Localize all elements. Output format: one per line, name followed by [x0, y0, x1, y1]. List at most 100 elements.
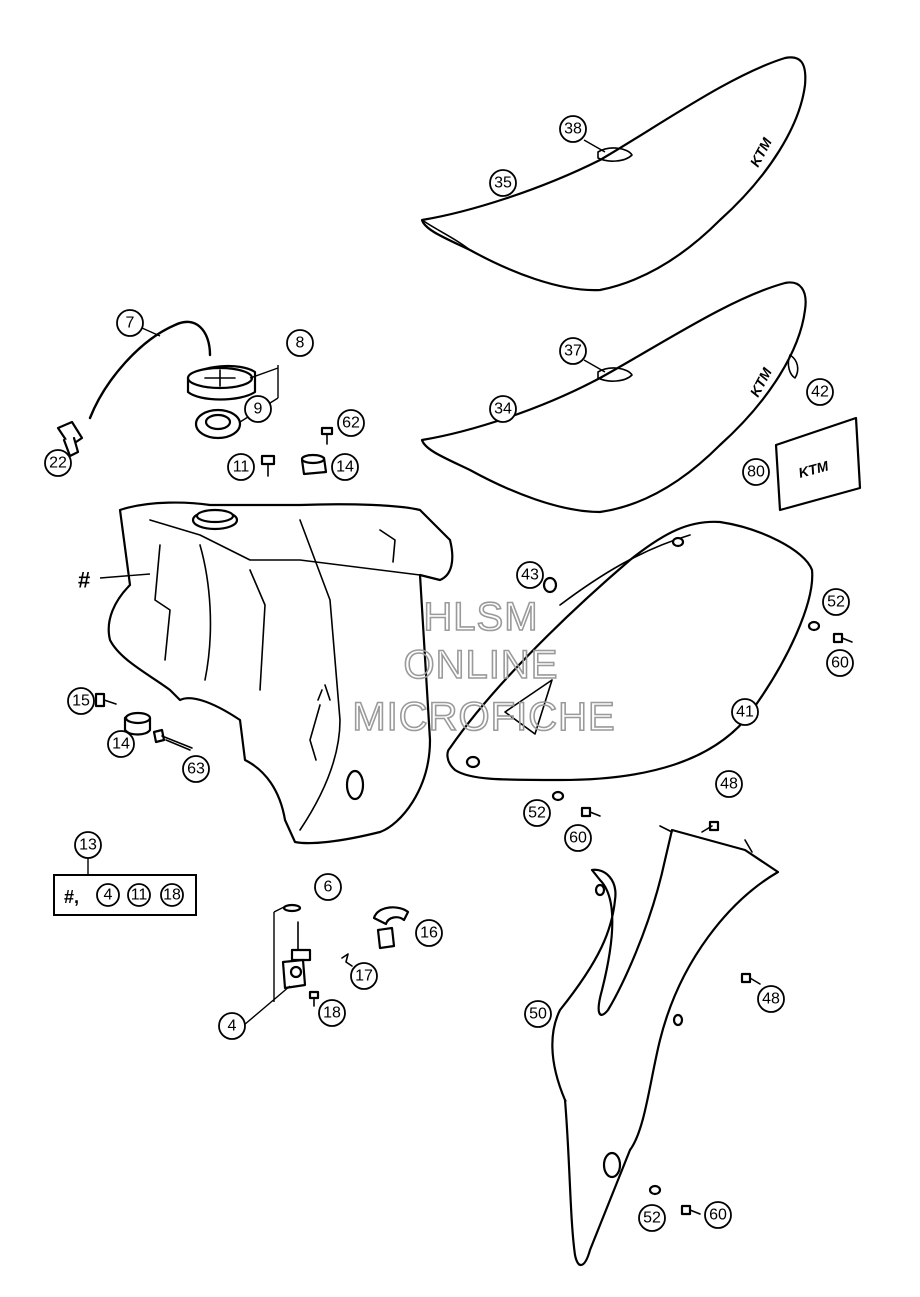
callout-43: 43: [516, 561, 544, 589]
washer-52c[interactable]: [648, 1184, 662, 1196]
svg-text:48: 48: [762, 991, 780, 1008]
callout-13: 13: [74, 831, 102, 859]
svg-text:52: 52: [528, 805, 546, 822]
svg-text:14: 14: [112, 736, 130, 753]
svg-text:60: 60: [709, 1207, 727, 1224]
svg-text:4: 4: [228, 1018, 237, 1035]
svg-text:43: 43: [521, 567, 539, 584]
callout-62: 62: [337, 409, 365, 437]
svg-text:41: 41: [736, 704, 754, 721]
svg-text:52: 52: [643, 1210, 661, 1227]
callout-60-mid: 60: [564, 824, 592, 852]
callout-50: 50: [524, 1000, 552, 1028]
svg-text:6: 6: [324, 879, 333, 896]
washer-52b[interactable]: [551, 790, 565, 802]
callout-60-bottom: 60: [704, 1201, 732, 1229]
rubber-bushing-14[interactable]: [300, 453, 328, 476]
svg-text:63: 63: [187, 761, 205, 778]
svg-text:11: 11: [233, 459, 250, 476]
spacer-14[interactable]: [123, 711, 152, 736]
screw-48b[interactable]: [740, 972, 761, 985]
fuel-tank[interactable]: [107, 501, 454, 845]
svg-text:18: 18: [323, 1005, 341, 1022]
callout-15: 15: [67, 687, 95, 715]
tank-hash-label: #: [78, 568, 90, 593]
cap-gasket[interactable]: [194, 408, 242, 440]
bolt-63[interactable]: [152, 728, 193, 751]
kit-item-11: 11: [131, 887, 148, 904]
svg-text:34: 34: [494, 401, 512, 418]
callout-9: 9: [244, 395, 272, 423]
fuel-tap[interactable]: [281, 921, 312, 990]
svg-text:9: 9: [254, 401, 263, 418]
svg-text:8: 8: [296, 335, 305, 352]
screw-60b[interactable]: [580, 806, 601, 818]
fuel-hose-16[interactable]: [372, 906, 410, 950]
callout-37: 37: [559, 337, 587, 365]
svg-text:38: 38: [564, 121, 582, 138]
kit-item-18: 18: [163, 887, 181, 904]
o-ring-6[interactable]: [282, 903, 302, 913]
screw-18[interactable]: [308, 990, 320, 1007]
callout-52-mid: 52: [523, 799, 551, 827]
grommet-43[interactable]: [542, 576, 558, 594]
watermark: HLSM ONLINE MICROFICHE: [352, 594, 616, 740]
washer-52a[interactable]: [807, 620, 821, 632]
svg-text:16: 16: [420, 925, 438, 942]
svg-text:80: 80: [747, 464, 765, 481]
callout-38: 38: [559, 115, 587, 143]
svg-text:22: 22: [49, 455, 67, 472]
callout-8: 8: [286, 329, 314, 357]
callout-7: 7: [116, 309, 144, 337]
hose-clip-17[interactable]: [341, 953, 353, 967]
svg-text:60: 60: [831, 655, 849, 672]
callout-11: 11: [227, 453, 255, 481]
svg-text:42: 42: [811, 384, 829, 401]
callout-60-right: 60: [826, 649, 854, 677]
callout-16: 16: [415, 919, 443, 947]
watermark-line1: HLSM: [423, 595, 538, 639]
callout-48-top: 48: [715, 770, 743, 798]
kit-item-4: 4: [104, 887, 113, 904]
callout-80: 80: [742, 458, 770, 486]
screw-62[interactable]: [320, 426, 334, 445]
callout-35: 35: [489, 169, 517, 197]
callout-34: 34: [489, 395, 517, 423]
kit-prefix: #,: [64, 887, 79, 907]
callout-14-top: 14: [331, 453, 359, 481]
callout-14-left: 14: [107, 730, 135, 758]
svg-text:14: 14: [336, 459, 354, 476]
svg-text:17: 17: [355, 968, 373, 985]
callout-6: 6: [314, 873, 342, 901]
screw-11[interactable]: [260, 454, 276, 477]
seat-upper[interactable]: KTM: [420, 56, 807, 292]
callout-18: 18: [318, 999, 346, 1027]
svg-text:37: 37: [564, 343, 582, 360]
hose-fitting[interactable]: [56, 420, 84, 458]
callout-17: 17: [350, 962, 378, 990]
screw-48a[interactable]: [701, 820, 720, 833]
svg-text:60: 60: [569, 830, 587, 847]
svg-text:13: 13: [79, 837, 97, 854]
svg-text:48: 48: [720, 776, 738, 793]
callout-63: 63: [182, 755, 210, 783]
breather-hose[interactable]: [88, 320, 212, 420]
filler-cap[interactable]: [186, 365, 257, 401]
svg-text:7: 7: [126, 315, 135, 332]
lower-shroud[interactable]: [551, 825, 780, 1266]
callout-48-bottom: 48: [757, 985, 785, 1013]
decal[interactable]: KTM: [774, 416, 862, 512]
watermark-line2: ONLINE: [404, 643, 559, 687]
screw-60a[interactable]: [832, 632, 853, 644]
svg-text:35: 35: [494, 175, 512, 192]
side-panel[interactable]: [446, 520, 814, 782]
screw-60c[interactable]: [680, 1204, 701, 1216]
svg-text:50: 50: [529, 1006, 547, 1023]
callout-42: 42: [806, 378, 834, 406]
callout-4: 4: [218, 1012, 246, 1040]
callout-22: 22: [44, 449, 72, 477]
watermark-line3: MICROFICHE: [352, 695, 615, 739]
svg-text:52: 52: [827, 594, 845, 611]
bolt-15[interactable]: [94, 692, 117, 708]
